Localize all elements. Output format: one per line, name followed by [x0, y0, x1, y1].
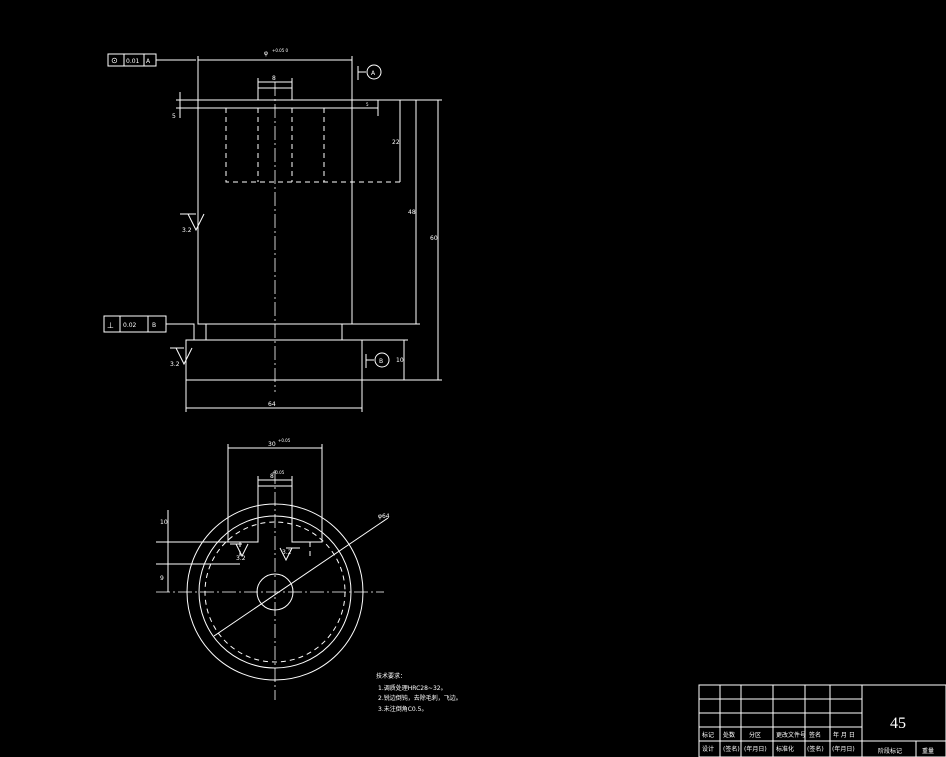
technical-notes: 技术要求： 1.调质处理HRC28~32。 2.锐边倒钝，去除毛刺，飞边。 3.… — [376, 672, 462, 713]
title-block-rows — [699, 685, 946, 757]
dim-left-upper-label: 10 — [160, 519, 168, 526]
tb-row2-2: (年月日) — [744, 745, 767, 753]
dim-top-width-tol: +0.05 0 — [272, 48, 289, 53]
dim-total-label: 60 — [430, 235, 438, 242]
datum-tol-label: 0.01 — [126, 58, 140, 65]
material-label: 45 — [890, 715, 906, 732]
datum-right-a-label: A — [371, 70, 376, 77]
dim-bore-label: 22 — [392, 139, 400, 146]
dim-right-top — [352, 99, 442, 116]
roughness-side-label: 3.2 — [182, 227, 192, 234]
datum-frame-top-dividers — [123, 54, 196, 66]
dim-left-label: 5 — [172, 113, 176, 120]
dim-slot-lines — [257, 78, 293, 88]
roughness-right-icon — [279, 547, 300, 562]
dim-slot2-label: 8 — [270, 473, 274, 480]
notes-title: 技术要求： — [376, 672, 406, 680]
datum-right-b-leader — [365, 354, 374, 368]
weight-label: 重量 — [922, 747, 934, 755]
notes-line-1: 1.调质处理HRC28~32。 — [378, 684, 447, 692]
perp-symbol-icon: ⊥ — [107, 321, 114, 330]
datum-right-b-label: B — [379, 358, 383, 365]
top-flange — [176, 87, 378, 109]
dim-left-lines-top — [156, 510, 240, 592]
title-block: 标记 处数 分区 更改文件号 签名 年 月 日 设计 (签名) (年月日) 标准… — [698, 684, 946, 757]
dim-width-tol: +0.05 — [278, 438, 291, 443]
hidden-slot — [257, 108, 325, 182]
tb-label-3: 更改文件号 — [776, 731, 806, 739]
base-outline — [185, 339, 363, 381]
tb-row2-1: (签名) — [723, 745, 740, 753]
tb-row2-0: 设计 — [702, 745, 714, 753]
datum-right-a-circle — [366, 64, 382, 80]
dim-right-small: 5 — [366, 102, 369, 107]
diameter-leader — [213, 517, 389, 637]
dim-top-width-label: φ — [264, 50, 268, 57]
dim-slot2-tol: +0.05 — [272, 470, 285, 475]
dim-left-lines — [176, 92, 186, 118]
tb-label-5: 年 月 日 — [833, 731, 855, 739]
tb-row2-3: 标准化 — [776, 745, 794, 753]
notes-line-3: 3.未注倒角C0.5。 — [378, 705, 427, 713]
neck-outline — [205, 323, 343, 341]
tb-label-1: 处数 — [723, 731, 735, 739]
dim-body-label: 48 — [408, 209, 416, 216]
dim-total-line — [362, 100, 442, 381]
dim-slot2-line — [257, 476, 293, 486]
dim-top-width-lines — [197, 56, 353, 100]
tb-label-2: 分区 — [749, 731, 761, 739]
datum-ref-label: A — [146, 58, 151, 65]
tb-label-0: 标记 — [702, 731, 714, 739]
dim-base-width-lines — [185, 380, 363, 412]
tb-label-4: 签名 — [809, 731, 821, 739]
tb-row2-4: (签名) — [807, 745, 824, 753]
title-block-cols — [719, 685, 831, 757]
dim-base-width-label: 64 — [268, 401, 276, 408]
hidden-bore — [225, 108, 401, 183]
top-slot-outline — [227, 450, 323, 543]
roughness-left-icon — [230, 543, 249, 558]
dim-body-line — [352, 100, 420, 325]
roughness-base-icon — [170, 347, 193, 366]
notes-line-2: 2.锐边倒钝，去除毛刺，飞边。 — [378, 694, 462, 702]
top-view: φ64 30 +0.05 8 +0.05 10 9 3.2 3.2 — [156, 438, 390, 700]
front-view: φ +0.05 0 8 5 5 22 48 60 10 64 3.2 3.2 ⊙… — [103, 48, 442, 412]
roughness-side-icon — [180, 213, 205, 232]
perp-tol-label: 0.02 — [123, 322, 137, 329]
dim-diameter-label: φ64 — [378, 513, 390, 520]
dim-base-height-line — [362, 339, 408, 380]
tb-row2-5: (年月日) — [832, 745, 855, 753]
dim-base-height-label: 10 — [396, 357, 404, 364]
roughness-right-label: 3.2 — [282, 549, 292, 556]
dim-width-line — [227, 444, 323, 450]
roughness-base-label: 3.2 — [170, 361, 180, 368]
datum-flag-icon: ⊙ — [111, 56, 118, 65]
dim-width-label: 30 — [268, 441, 276, 448]
datum-right-a-leader — [357, 66, 366, 80]
dim-slot-label: 8 — [272, 75, 276, 82]
perp-frame-dividers — [119, 316, 195, 340]
roughness-left-label: 3.2 — [236, 555, 246, 562]
stage-label: 阶段标记 — [878, 747, 902, 755]
dim-left-lower-label: 9 — [160, 575, 164, 582]
title-block-frame — [698, 684, 946, 757]
perp-ref-label: B — [152, 322, 156, 329]
datum-right-b-circle — [374, 352, 390, 368]
